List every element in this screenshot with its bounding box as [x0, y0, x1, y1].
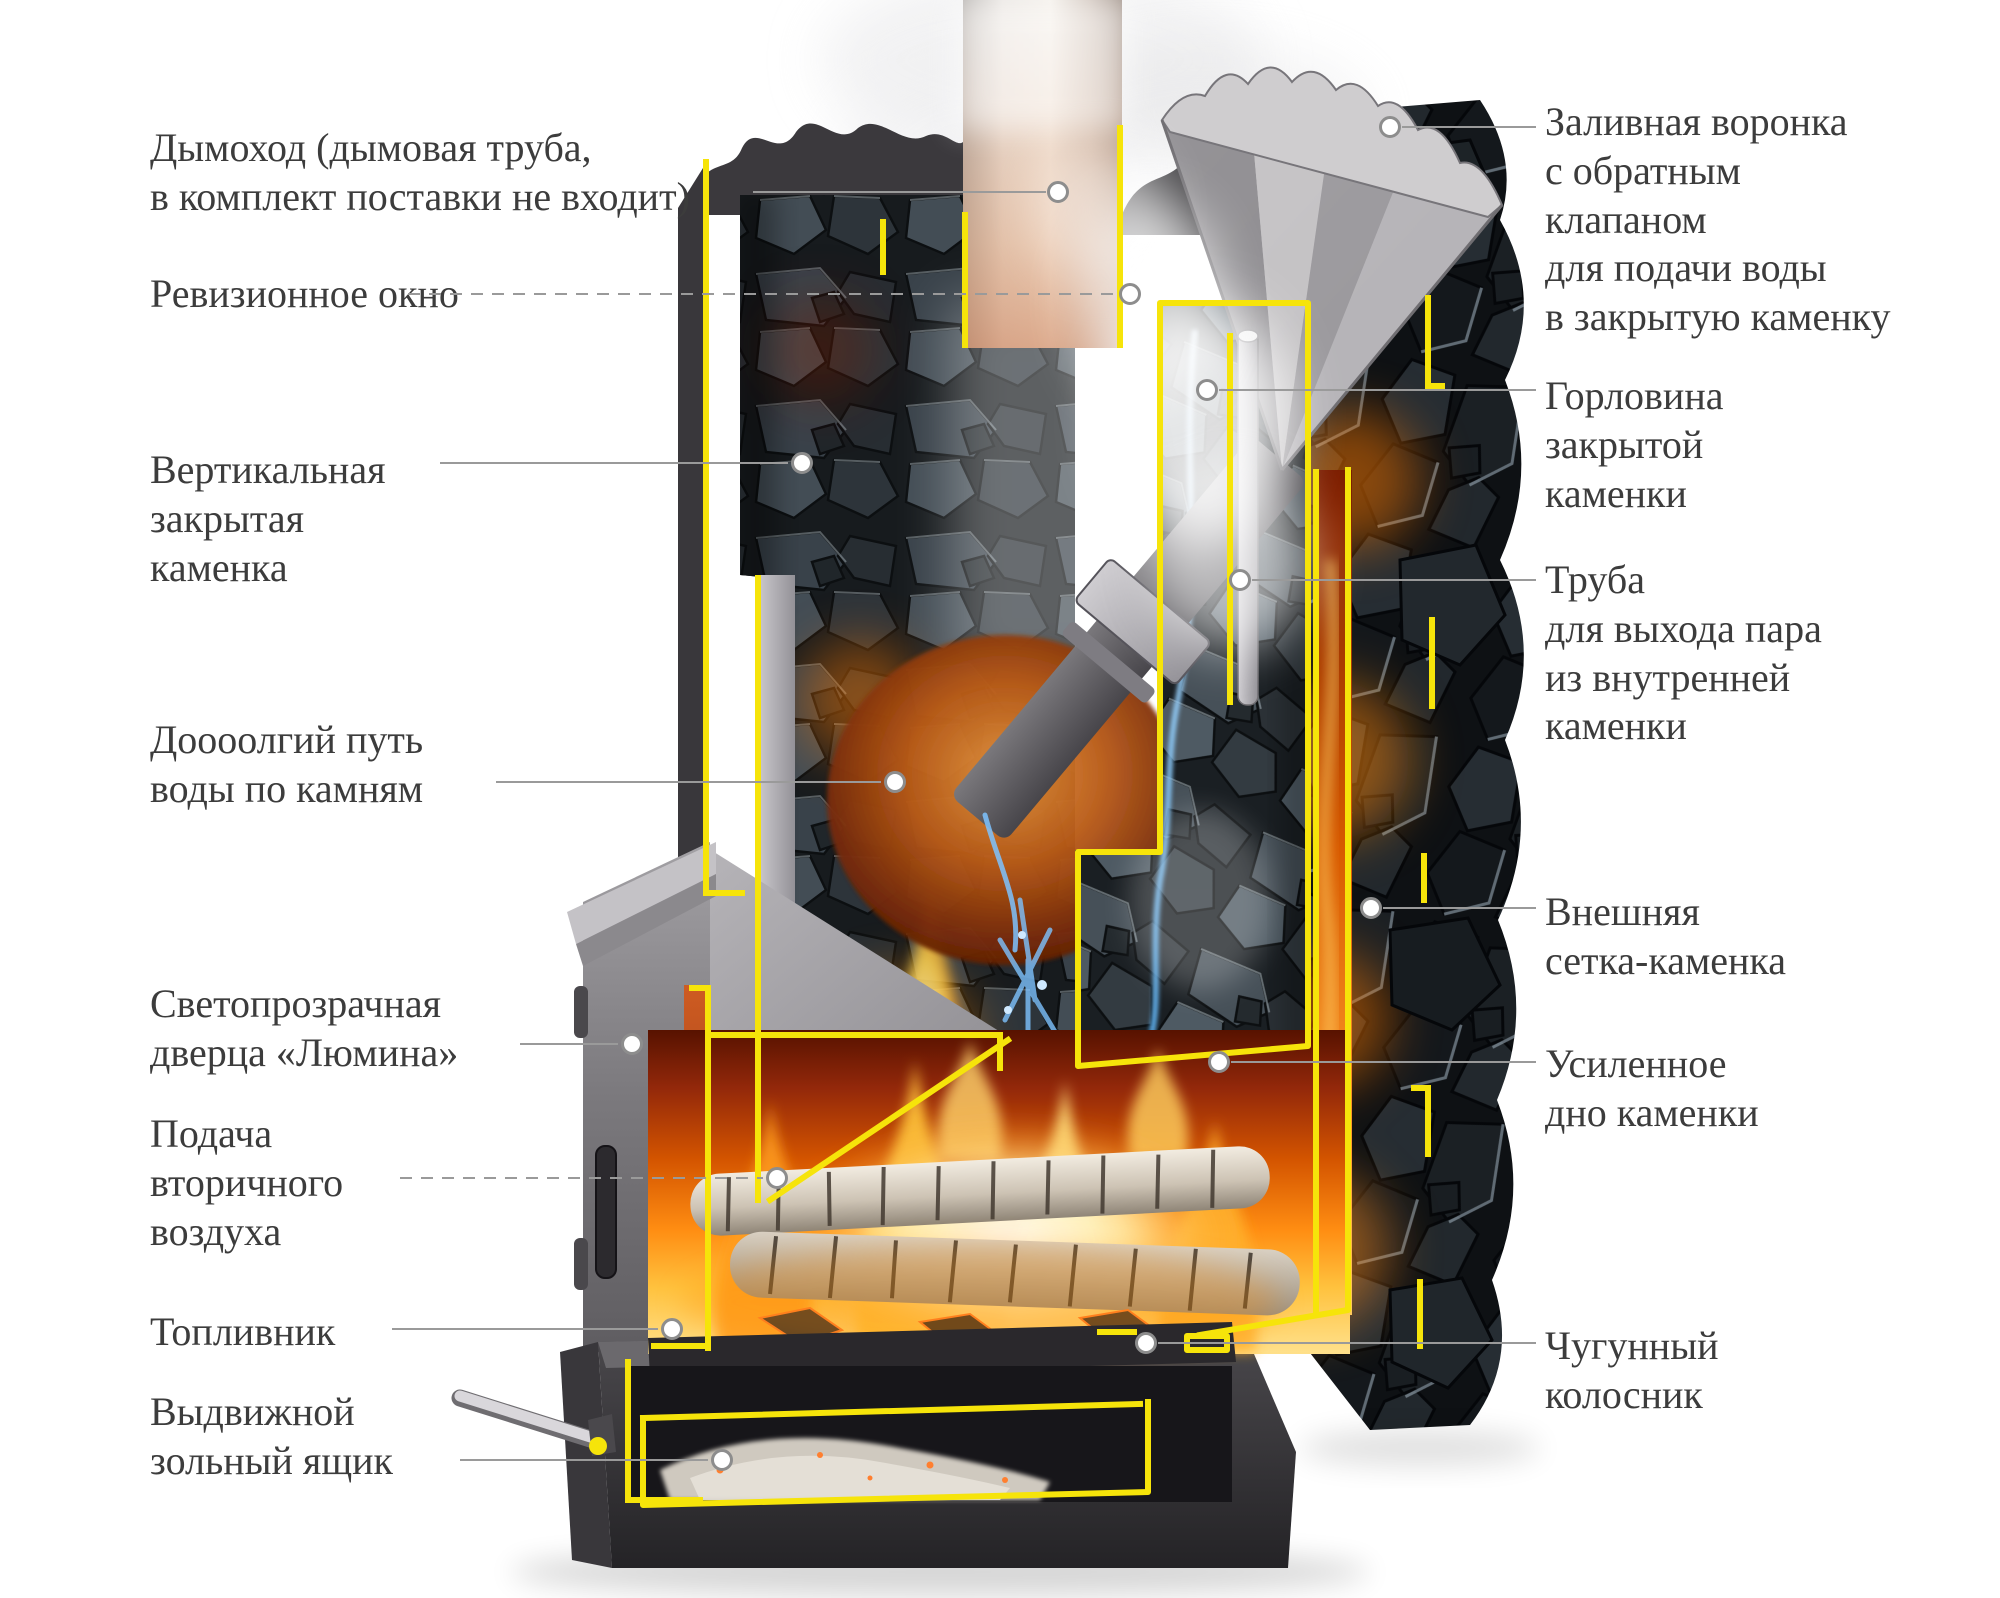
leader-dot-reinforced-bottom: [1208, 1051, 1230, 1073]
label-reinforced-bottom: Усиленное дно каменки: [1545, 1040, 1759, 1138]
leader-line-revision-window: [408, 293, 1116, 295]
label-line: Светопрозрачная: [150, 981, 442, 1026]
leader-dot-neck: [1196, 379, 1218, 401]
leader-dot-firebox: [661, 1318, 683, 1340]
label-grate: Чугунный колосник: [1545, 1322, 1719, 1420]
label-line: дно каменки: [1545, 1089, 1759, 1135]
leader-line-reinforced-bottom: [1231, 1061, 1536, 1063]
label-line: каменка: [150, 544, 288, 590]
leader-line-steam-tube: [1252, 579, 1536, 581]
leader-dot-grate: [1135, 1332, 1157, 1354]
label-secondary-air: Подача вторичного воздуха: [150, 1110, 343, 1256]
label-line: Топливник: [150, 1309, 336, 1354]
label-line: дверца «Люмина»: [150, 1029, 459, 1075]
leader-line-ash-box: [460, 1459, 708, 1461]
label-water-path: Доооолгий путь воды по камням: [150, 716, 423, 814]
door-hinge: [574, 1238, 588, 1290]
label-line: Выдвижной: [150, 1389, 355, 1434]
label-line: для выхода пара: [1545, 605, 1822, 651]
label-line: Ревизионное окно: [150, 271, 459, 316]
label-line: сетка-каменка: [1545, 937, 1787, 983]
label-ash-box: Выдвижной зольный ящик: [150, 1388, 393, 1486]
label-funnel: Заливная воронка с обратным клапаном для…: [1545, 98, 1891, 342]
label-line: закрытая: [150, 495, 304, 541]
cut-lines: [625, 125, 1445, 1508]
label-line: вторичного: [150, 1159, 344, 1205]
label-outer-mesh: Внешняя сетка-каменка: [1545, 888, 1786, 986]
label-lumina-door: Светопрозрачная дверца «Люмина»: [150, 980, 458, 1078]
label-line: Горловина: [1545, 373, 1724, 418]
handle-marker-dot: [589, 1437, 607, 1455]
steam-cloud: [1040, 140, 1310, 650]
leader-line-outer-mesh: [1383, 907, 1536, 909]
firebox-flames: [648, 1030, 1350, 1360]
label-line: Доооолгий путь: [150, 717, 424, 762]
label-line: зольный ящик: [150, 1437, 393, 1483]
label-line: для подачи воды: [1545, 245, 1827, 291]
label-neck: Горловина закрытой каменки: [1545, 372, 1724, 518]
leader-dot-chimney: [1047, 181, 1069, 203]
leader-line-secondary-air: [400, 1177, 763, 1179]
label-vertical-kamenka: Вертикальная закрытая каменка: [150, 446, 386, 592]
leader-dot-water-path: [884, 771, 906, 793]
door-handle: [595, 1145, 617, 1279]
leader-line-chimney: [753, 191, 1046, 193]
label-line: воздуха: [150, 1208, 282, 1254]
label-line: Подача: [150, 1111, 273, 1156]
label-line: Вертикальная: [150, 447, 386, 492]
door-hinge: [574, 986, 588, 1038]
label-chimney: Дымоход (дымовая труба, в комплект поста…: [150, 124, 690, 222]
label-line: Усиленное: [1545, 1041, 1727, 1086]
leader-dot-steam-tube: [1229, 569, 1251, 591]
leader-dot-funnel: [1379, 116, 1401, 138]
leader-dot-lumina-door: [621, 1033, 643, 1055]
label-line: Чугунный: [1545, 1323, 1719, 1368]
label-line: Заливная воронка: [1545, 99, 1848, 144]
label-steam-tube: Труба для выхода пара из внутренней каме…: [1545, 556, 1822, 751]
label-line: Труба: [1545, 557, 1645, 602]
label-line: воды по камням: [150, 765, 424, 811]
leader-dot-ash-box: [711, 1449, 733, 1471]
label-line: с обратным: [1545, 147, 1741, 193]
label-line: клапаном: [1545, 196, 1707, 242]
leader-dot-outer-mesh: [1360, 897, 1382, 919]
label-line: из внутренней: [1545, 654, 1791, 700]
leader-line-lumina-door: [520, 1043, 618, 1045]
grate-and-ash-pan: [630, 1322, 1236, 1502]
label-line: в комплект поставки не входит): [150, 173, 690, 219]
leader-dot-vertical-kamenka: [791, 452, 813, 474]
label-line: Внешняя: [1545, 889, 1700, 934]
leader-line-vertical-kamenka: [440, 462, 788, 464]
shell-left-edge: [678, 160, 708, 898]
leader-line-grate: [1158, 1342, 1536, 1344]
stove-door: [567, 842, 716, 1352]
leader-line-firebox: [392, 1328, 658, 1330]
label-line: Дымоход (дымовая труба,: [150, 125, 592, 170]
leader-line-water-path: [496, 781, 881, 783]
ground-shadow: [1300, 1430, 1540, 1466]
leader-line-funnel: [1402, 126, 1536, 128]
label-line: каменки: [1545, 703, 1687, 749]
label-line: закрытой: [1545, 421, 1704, 467]
label-firebox: Топливник: [150, 1308, 335, 1357]
leader-dot-revision-window: [1119, 283, 1141, 305]
leader-line-neck: [1219, 389, 1536, 391]
label-line: колосник: [1545, 1371, 1703, 1417]
label-line: каменки: [1545, 470, 1687, 516]
label-line: в закрытую каменку: [1545, 294, 1891, 340]
label-revision-window: Ревизионное окно: [150, 270, 459, 319]
leader-dot-secondary-air: [766, 1167, 788, 1189]
